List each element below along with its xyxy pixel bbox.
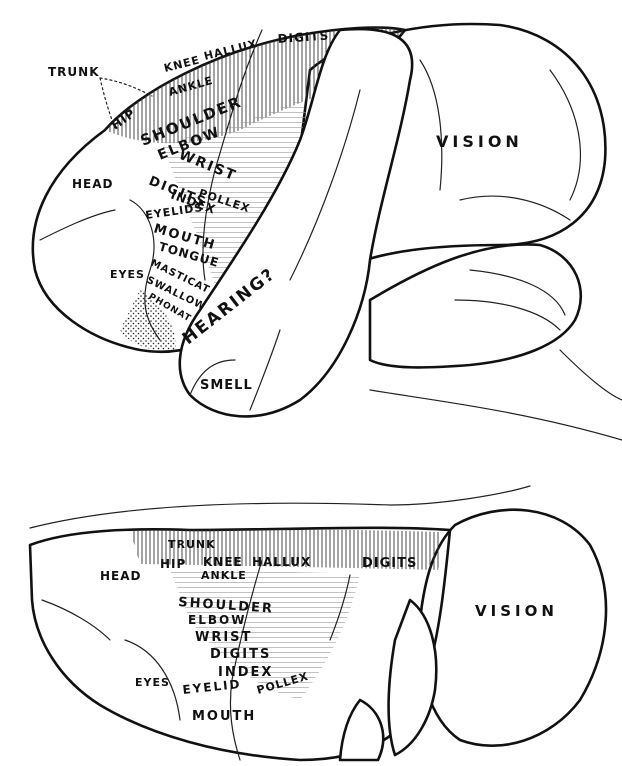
lower-label-elbow: ELBOW (188, 613, 246, 627)
upper-label-smell: SMELL (200, 378, 253, 393)
lower-label-eyes: EYES (135, 676, 170, 689)
lower-label-wrist: WRIST (195, 630, 252, 645)
lower-label-hip: HIP (160, 557, 186, 571)
lower-label-eyelid: EYELID (182, 677, 242, 697)
lower-label-mouth: MOUTH (192, 709, 256, 724)
upper-label-vision: VISION (436, 132, 523, 151)
lower-label-digits-hand: DIGITS (210, 647, 271, 662)
upper-label-eyes: EYES (110, 268, 145, 281)
upper-cerebellum (370, 244, 581, 367)
lower-label-hallux: HALLUX (252, 555, 311, 569)
lower-label-knee: KNEE (203, 555, 243, 569)
lower-label-vision: VISION (475, 602, 558, 620)
lower-occipital-lobe (419, 510, 606, 746)
lower-label-head: HEAD (100, 569, 142, 583)
upper-label-trunk: TRUNK (48, 65, 100, 79)
lower-brain-view: TRUNK HIP KNEE ANKLE HALLUX DIGITS HEAD … (30, 486, 606, 760)
upper-label-head: HEAD (72, 177, 114, 191)
lower-label-ankle: ANKLE (201, 569, 247, 582)
lower-label-trunk: TRUNK (168, 538, 216, 551)
upper-brain-view: TRUNK KNEE HALLUX DIGITS HIP ANKLE SHOUL… (33, 24, 622, 440)
lower-label-digits: DIGITS (362, 556, 417, 571)
